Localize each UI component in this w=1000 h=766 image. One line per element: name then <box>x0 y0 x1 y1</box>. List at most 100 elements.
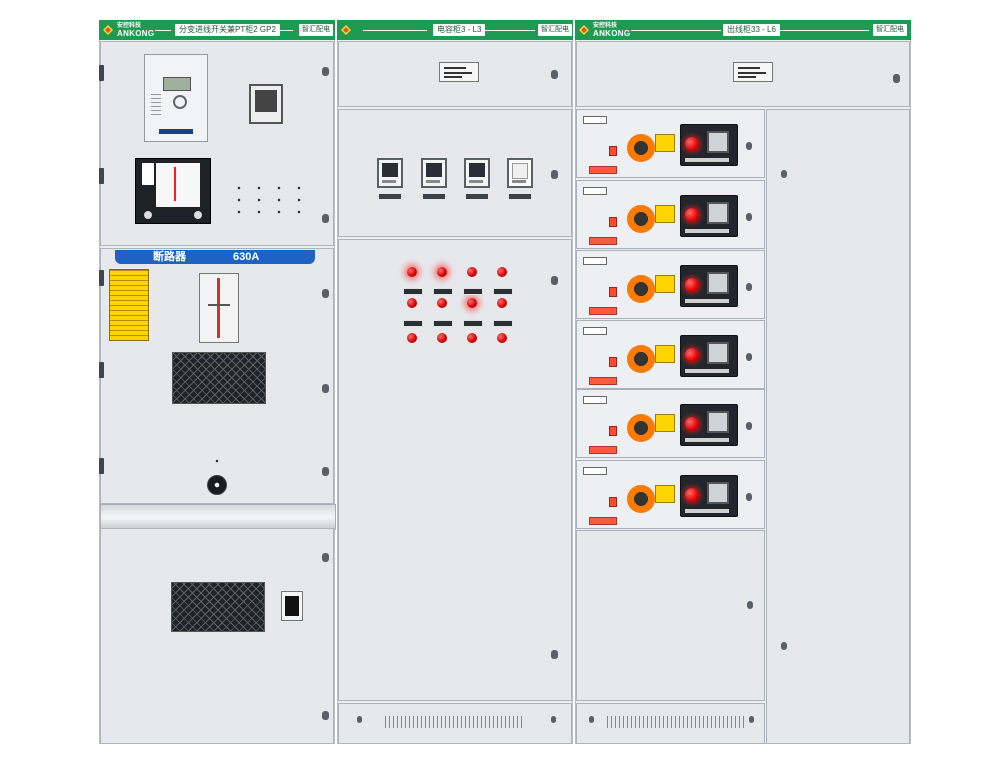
door-knob-icon[interactable] <box>746 422 752 430</box>
breaker-banner: 断路器 630A <box>115 250 315 264</box>
left-breaker-door[interactable]: 断路器 630A <box>100 248 334 504</box>
door-knob-icon[interactable] <box>746 213 752 221</box>
door-knob-icon[interactable] <box>322 289 329 298</box>
motor-protector[interactable] <box>680 124 738 166</box>
rotary-handle-icon[interactable] <box>627 485 655 513</box>
controller-display <box>707 342 729 364</box>
status-light <box>609 217 617 227</box>
door-knob-icon[interactable] <box>322 553 329 562</box>
drawer-label-bar <box>589 377 617 385</box>
motor-protector[interactable] <box>680 475 738 517</box>
protection-relay[interactable] <box>144 54 208 142</box>
right-lower-door[interactable] <box>576 530 765 701</box>
brand-en: ANKONG <box>117 29 155 38</box>
door-knob-icon[interactable] <box>746 283 752 291</box>
right-cable-door[interactable] <box>766 109 910 744</box>
door-knob-icon[interactable] <box>551 276 558 285</box>
brand: 安控科技 ANKONG <box>593 22 630 38</box>
rotary-handle-icon[interactable] <box>627 345 655 373</box>
drawer-label-bar <box>589 307 617 315</box>
middle-top-door[interactable] <box>338 41 572 107</box>
indicator-lamp-icon <box>685 137 699 151</box>
warning-label <box>109 269 149 341</box>
status-display-unit[interactable] <box>135 158 211 224</box>
door-knob-icon[interactable] <box>357 716 362 723</box>
drawer-label-bar <box>589 517 617 525</box>
cabinet-right-title: 出线柜33 - L6 <box>723 24 780 36</box>
door-knob-icon[interactable] <box>322 384 329 393</box>
cabinet-left-header: 安控科技 ANKONG 分变进线开关兼PT柜2 GP2 智汇配电 <box>99 20 335 40</box>
door-knob-icon[interactable] <box>749 716 754 723</box>
indicator-lamp-icon <box>467 267 477 277</box>
motor-protector[interactable] <box>680 195 738 237</box>
ankong-logo-icon <box>579 25 589 35</box>
rotary-handle-icon[interactable] <box>627 205 655 233</box>
status-light <box>609 287 617 297</box>
motor-protector[interactable] <box>680 265 738 307</box>
rotary-handle-icon[interactable] <box>627 134 655 162</box>
controller-status-bar <box>685 299 729 303</box>
indicator-lamp-icon <box>685 208 699 222</box>
door-knob-icon[interactable] <box>747 601 753 609</box>
door-knob-icon[interactable] <box>551 170 558 179</box>
operating-hole[interactable] <box>207 475 227 495</box>
door-knob-icon[interactable] <box>746 493 752 501</box>
feeder-drawer[interactable] <box>576 460 765 529</box>
controller-status-bar <box>685 438 729 442</box>
feeder-drawer[interactable] <box>576 250 765 319</box>
hinge-icon <box>99 362 104 378</box>
vent-grille-icon <box>171 582 265 632</box>
feeder-drawer[interactable] <box>576 180 765 249</box>
drawer-label-bar <box>589 166 617 174</box>
door-knob-icon[interactable] <box>781 642 787 650</box>
rotary-handle-icon[interactable] <box>627 414 655 442</box>
door-knob-icon[interactable] <box>746 142 752 150</box>
indicator-lamp-icon <box>467 333 477 343</box>
cabinet-middle-tag: 智汇配电 <box>538 24 572 36</box>
middle-meter-door[interactable] <box>338 109 572 237</box>
right-top-door[interactable] <box>576 41 910 107</box>
breaker-banner-rating: 630A <box>233 251 260 263</box>
controller-display <box>707 202 729 224</box>
indicator-lamp-icon <box>685 348 699 362</box>
feeder-drawer[interactable] <box>576 389 765 458</box>
status-light <box>609 146 617 156</box>
left-relay-door[interactable] <box>100 41 334 246</box>
indicator-lamp-icon <box>685 417 699 431</box>
rotary-handle-icon[interactable] <box>627 275 655 303</box>
controller-status-bar <box>685 369 729 373</box>
indicator-lamp-icon <box>497 298 507 308</box>
door-knob-icon[interactable] <box>746 353 752 361</box>
warning-label <box>655 134 675 152</box>
drawer-tag <box>583 396 607 404</box>
motor-protector[interactable] <box>680 335 738 377</box>
door-knob-icon[interactable] <box>551 70 558 79</box>
middle-lamp-door[interactable] <box>338 239 572 701</box>
controller-status-bar <box>685 158 729 162</box>
drawer-label-bar <box>589 237 617 245</box>
indicator-lamp-icon <box>685 278 699 292</box>
door-knob-icon[interactable] <box>322 711 329 720</box>
indicator-lamp-icon <box>437 267 447 277</box>
door-knob-icon[interactable] <box>322 467 329 476</box>
drawer-tag <box>583 257 607 265</box>
controller-display <box>707 131 729 153</box>
feeder-drawer[interactable] <box>576 320 765 389</box>
mechanical-indicator <box>199 449 235 473</box>
indicator-lamp-icon <box>407 298 417 308</box>
feeder-drawer[interactable] <box>576 109 765 178</box>
door-knob-icon[interactable] <box>551 716 556 723</box>
nameplate <box>439 62 479 82</box>
door-knob-icon[interactable] <box>893 74 900 83</box>
door-knob-icon[interactable] <box>322 214 329 223</box>
door-knob-icon[interactable] <box>781 170 787 178</box>
controller-display <box>707 482 729 504</box>
left-lower-door[interactable] <box>100 528 334 744</box>
door-knob-icon[interactable] <box>589 716 594 723</box>
door-knob-icon[interactable] <box>551 650 558 659</box>
door-knob-icon[interactable] <box>322 67 329 76</box>
status-light <box>609 497 617 507</box>
drawer-tag <box>583 116 607 124</box>
motor-protector[interactable] <box>680 404 738 446</box>
socket-box[interactable] <box>281 591 303 621</box>
